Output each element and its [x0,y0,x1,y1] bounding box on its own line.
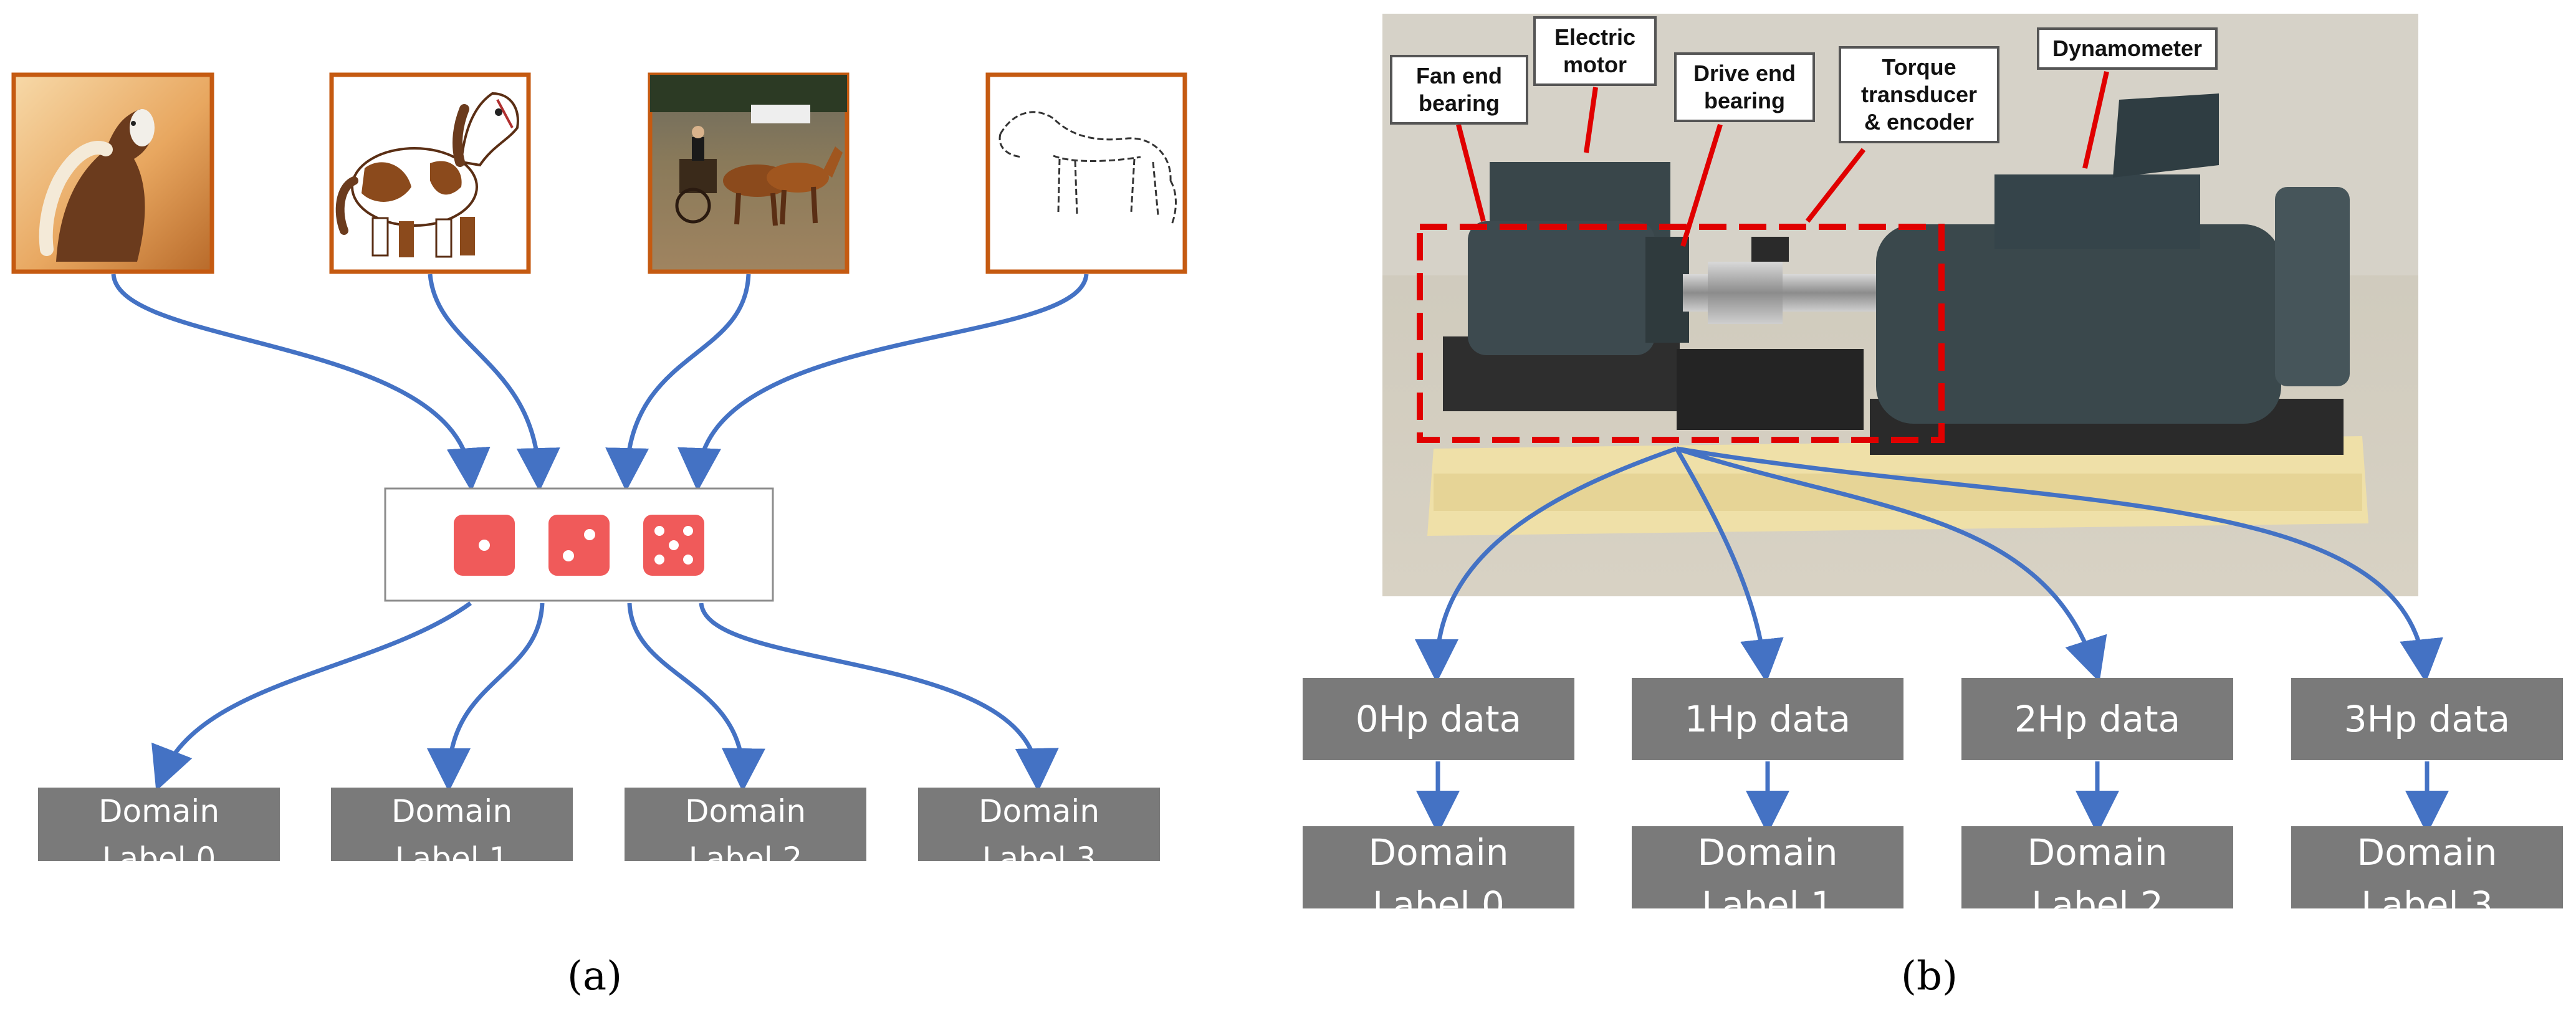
drive-end-bearing-callout: Drive end bearing [1674,52,1815,122]
panel-b-caption: (b) [1901,953,1958,999]
hp-data-box-2: 2Hp data [1961,678,2233,760]
die-one-icon [454,515,515,576]
panel-a-caption: (a) [567,953,622,999]
domain-label-line1: Domain [1697,831,1838,874]
domain-label-line2: Label 0 [1372,884,1505,908]
domain-label-box-a1: Domain Label 1 [331,788,573,861]
callout-line: & encoder [1864,109,1975,135]
random-sampler-box [384,487,774,602]
callout-line: bearing [1703,88,1786,113]
domain-label-line2: Label 3 [2361,884,2493,908]
callout-line: Torque [1882,54,1956,80]
domain-label-line1: Domain [391,793,513,829]
panel-b [1382,14,2449,834]
callout-line: motor [1563,52,1627,77]
die-two-icon [548,515,610,576]
domain-label-line2: Label 1 [1702,884,1834,908]
die-five-icon [643,515,704,576]
domain-label-line2: Label 1 [395,841,509,861]
hp-data-box-1: 1Hp data [1632,678,1903,760]
callout-line: Dynamometer [2052,36,2203,61]
callout-line: Electric [1554,24,1636,50]
hp-data-box-3: 3Hp data [2291,678,2563,760]
callout-line: transducer [1860,82,1978,107]
domain-label-box-b1: Domain Label 1 [1632,826,1903,908]
domain-label-line2: Label 2 [688,841,803,861]
domain-label-box-a3: Domain Label 3 [918,788,1160,861]
domain-label-line1: Domain [98,793,220,829]
dynamometer-callout: Dynamometer [2037,27,2218,70]
domain-label-line2: Label 2 [2031,884,2163,908]
domain-label-line1: Domain [2027,831,2168,874]
domain-label-line2: Label 0 [102,841,216,861]
domain-label-box-a2: Domain Label 2 [625,788,866,861]
caption-text: (b) [1901,953,1958,999]
horse-sketch-thumbnail [985,72,1187,274]
thumbnail-arrows [111,274,1089,492]
electric-motor-callout: Electric motor [1533,16,1657,86]
domain-label-box-b3: Domain Label 3 [2291,826,2563,908]
callout-line: bearing [1418,90,1500,116]
fan-end-bearing-callout: Fan end bearing [1390,55,1528,125]
torque-transducer-callout: Torque transducer & encoder [1839,46,1999,143]
domain-label-box-b2: Domain Label 2 [1961,826,2233,908]
caption-text: (a) [567,953,623,999]
horse-photo-thumbnail [648,72,850,274]
callout-pointers [1456,71,2109,247]
domain-label-box-b0: Domain Label 0 [1303,826,1574,908]
domain-label-box-a0: Domain Label 0 [38,788,280,861]
domain-label-line1: Domain [2357,831,2497,874]
bearing-test-rig-photo [1382,14,2418,596]
domain-label-line2: Label 3 [982,841,1096,861]
horse-cartoon-thumbnail [329,72,531,274]
domain-label-line1: Domain [1368,831,1509,874]
label-arrows-a [151,601,1059,792]
callout-line: Fan end [1415,63,1502,88]
domain-label-line1: Domain [978,793,1100,829]
horse-painting-thumbnail [11,72,214,274]
hp-data-box-0: 0Hp data [1303,678,1574,760]
domain-label-line1: Domain [684,793,807,829]
panel-a [11,72,1187,792]
label-arrows-b [1416,761,2449,834]
callout-line: Drive end [1693,60,1796,86]
rig-arrows [1415,446,2443,683]
